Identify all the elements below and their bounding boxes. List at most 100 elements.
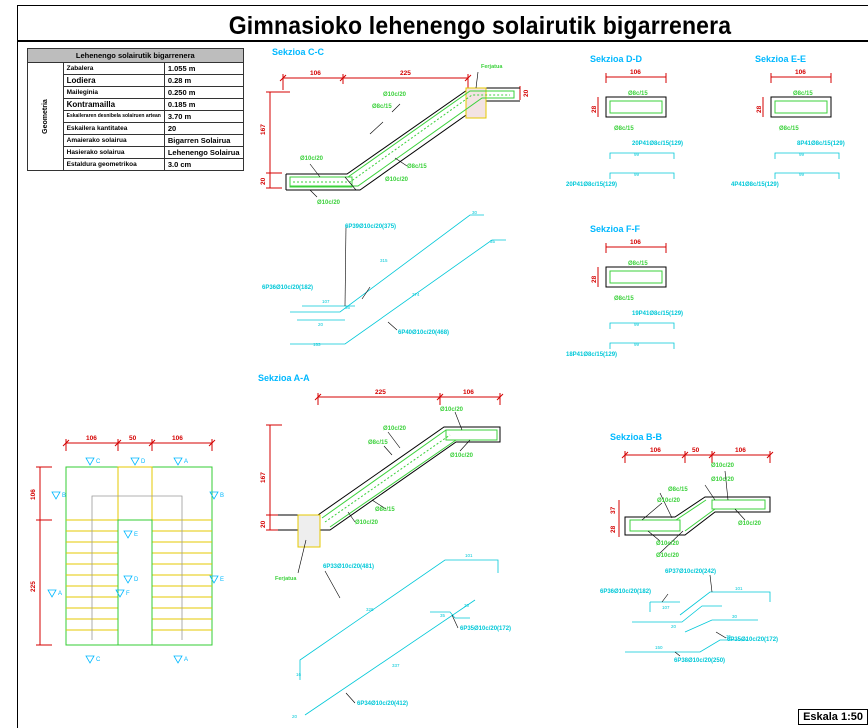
bar-label: 6P39Ø10c/20(375)	[345, 224, 396, 230]
bar-dim: 20	[292, 714, 298, 719]
bar-dim: 35	[440, 613, 446, 618]
table-key: Estaldura geometrikoa	[62, 158, 165, 171]
bar-shape	[609, 172, 675, 179]
bb-rebar	[629, 499, 766, 532]
bar-label: 20P41Ø8c/15(129)	[566, 182, 617, 188]
rebar-label: Ø8c/15	[372, 104, 392, 110]
section-ff-title: Sekzioa F-F	[590, 224, 641, 234]
rebar-label: Ø10c/20	[440, 407, 464, 413]
dim-label: 50	[692, 447, 700, 454]
bar-dim: 20	[318, 322, 324, 327]
rebar-label: Ø10c/20	[317, 200, 341, 206]
table-group-label: Geometria	[27, 62, 64, 171]
dim-label: 20	[260, 520, 267, 528]
section-mark-label: E	[220, 577, 224, 583]
bar-label: 18P41Ø8c/15(129)	[566, 352, 617, 358]
bar-dim: 99	[634, 152, 640, 157]
bar-label: 6P36Ø10c/20(182)	[262, 285, 313, 291]
dim-label: 225	[30, 581, 37, 592]
aa-dimensions	[266, 393, 504, 531]
section-mark-triangle	[123, 530, 133, 539]
plan-dimensions	[36, 439, 216, 646]
bar-dim: 101	[465, 553, 473, 558]
bar-dim: 30	[732, 614, 738, 619]
cc-support-hatch	[465, 87, 487, 119]
bar-dim: 374	[412, 292, 420, 297]
section-concrete	[605, 266, 667, 288]
dim-label: 28	[591, 275, 598, 283]
section-stirrup	[609, 100, 663, 114]
section-mark-triangle	[85, 655, 95, 664]
section-stirrup	[774, 100, 828, 114]
section-aa-title: Sekzioa A-A	[258, 373, 310, 383]
section-cc-title: Sekzioa C-C	[272, 47, 325, 57]
scale-label: Eskala 1:50	[798, 709, 868, 725]
bar-dim: 99	[634, 172, 640, 177]
dim-label: 106	[30, 489, 37, 500]
aa-concrete-outline	[278, 426, 501, 531]
bar-shape	[774, 172, 840, 179]
rebar-label: Ø10c/20	[383, 426, 407, 432]
bar-label: 8P41Ø8c/15(129)	[797, 141, 845, 147]
bar-label: 4P41Ø8c/15(129)	[731, 182, 779, 188]
dim-label: 20	[260, 177, 267, 185]
dim-label: 106	[650, 447, 661, 454]
dim-label: 37	[610, 506, 617, 514]
rebar-label: Ø10c/20	[656, 553, 680, 559]
bar-dim: 30	[464, 603, 470, 608]
rebar-label: Ø8c/15	[368, 440, 388, 446]
dim-label: 106	[172, 435, 183, 442]
section-concrete	[770, 96, 832, 118]
section-mark-label: A	[58, 591, 62, 597]
geometry-table: Lehenengo solairutik bigarrenera Geometr…	[27, 48, 244, 171]
rebar-label: Ø10c/20	[385, 177, 409, 183]
bar-dim: 99	[634, 322, 640, 327]
cc-bar-schedule	[290, 214, 506, 345]
section-mark-triangle	[115, 589, 125, 598]
table-value: 3.0 cm	[163, 158, 244, 171]
rebar-label: Ø10c/20	[383, 92, 407, 98]
bar-shape	[774, 152, 840, 159]
dim-label: 225	[400, 70, 411, 77]
bar-dim: 99	[799, 152, 805, 157]
section-stirrup	[609, 270, 663, 284]
sheet-frame	[17, 5, 868, 728]
section-aa: Sekzioa A-A 225 106 167 20	[258, 373, 511, 719]
bar-label: 6P38Ø10c/20(250)	[674, 658, 725, 664]
section-mark-label: E	[134, 532, 138, 538]
ferjatua-label: Ferjatua	[481, 64, 503, 70]
rebar-label: Ø8c/15	[375, 507, 395, 513]
rebar-label: Ø10c/20	[711, 463, 735, 469]
aa-support-hatch	[297, 514, 321, 548]
section-mark-triangle	[47, 589, 57, 598]
cc-concrete-outline	[285, 87, 520, 191]
bar-dim: 107	[662, 605, 670, 610]
section-mark-label: D	[134, 577, 139, 583]
bb-bar-schedule	[625, 591, 771, 653]
bar-dim: 107	[322, 299, 330, 304]
bar-dim: 153	[313, 342, 321, 347]
rebar-label: Ø8c/15	[668, 487, 688, 493]
rebar-label: Ø10c/20	[657, 498, 681, 504]
title-underline	[17, 40, 868, 42]
section-mark-label: C	[96, 459, 101, 465]
section-bb: Sekzioa B-B 106 50 106 37 28	[600, 432, 778, 664]
aa-rebar	[321, 429, 498, 528]
rebar-label: Ø8c/15	[628, 91, 648, 97]
aa-bar-schedule	[299, 559, 499, 716]
section-mark-triangle	[173, 457, 183, 466]
bb-dimensions	[618, 451, 774, 537]
dim-label: 225	[375, 389, 386, 396]
dim-label: 106	[795, 69, 806, 76]
section-bb-title: Sekzioa B-B	[610, 432, 663, 442]
bar-dim: 35	[726, 634, 732, 639]
bar-dim: 337	[392, 663, 400, 668]
cc-leaders	[309, 71, 479, 198]
section-mark-triangle	[209, 491, 219, 500]
dim-label: 106	[463, 389, 474, 396]
dim-label: 20	[523, 89, 530, 97]
rebar-label: Ø8c/15	[407, 164, 427, 170]
section-mark-triangle	[85, 457, 95, 466]
bar-dim: 35	[490, 239, 496, 244]
